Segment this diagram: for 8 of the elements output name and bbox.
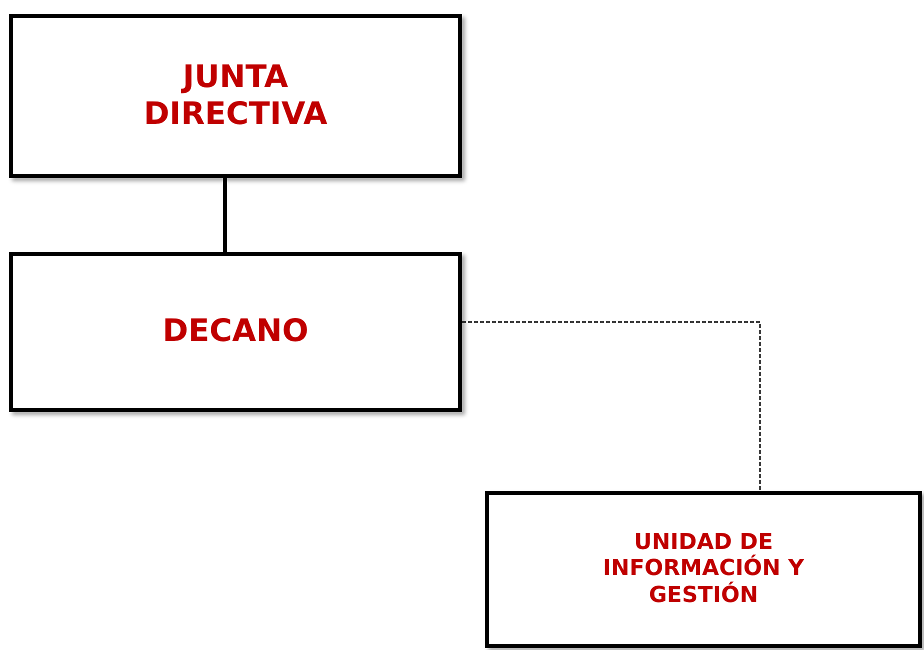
box-title: JUNTA DIRECTIVA — [142, 58, 328, 134]
box-title: UNIDAD DE INFORMACIÓN Y GESTIÓN — [602, 530, 806, 610]
org-box — [9, 252, 462, 412]
box-title: DECANO — [162, 313, 308, 351]
org-box — [9, 14, 462, 178]
connector-line — [223, 178, 227, 252]
org-box — [485, 491, 922, 648]
connector-line — [462, 321, 761, 491]
